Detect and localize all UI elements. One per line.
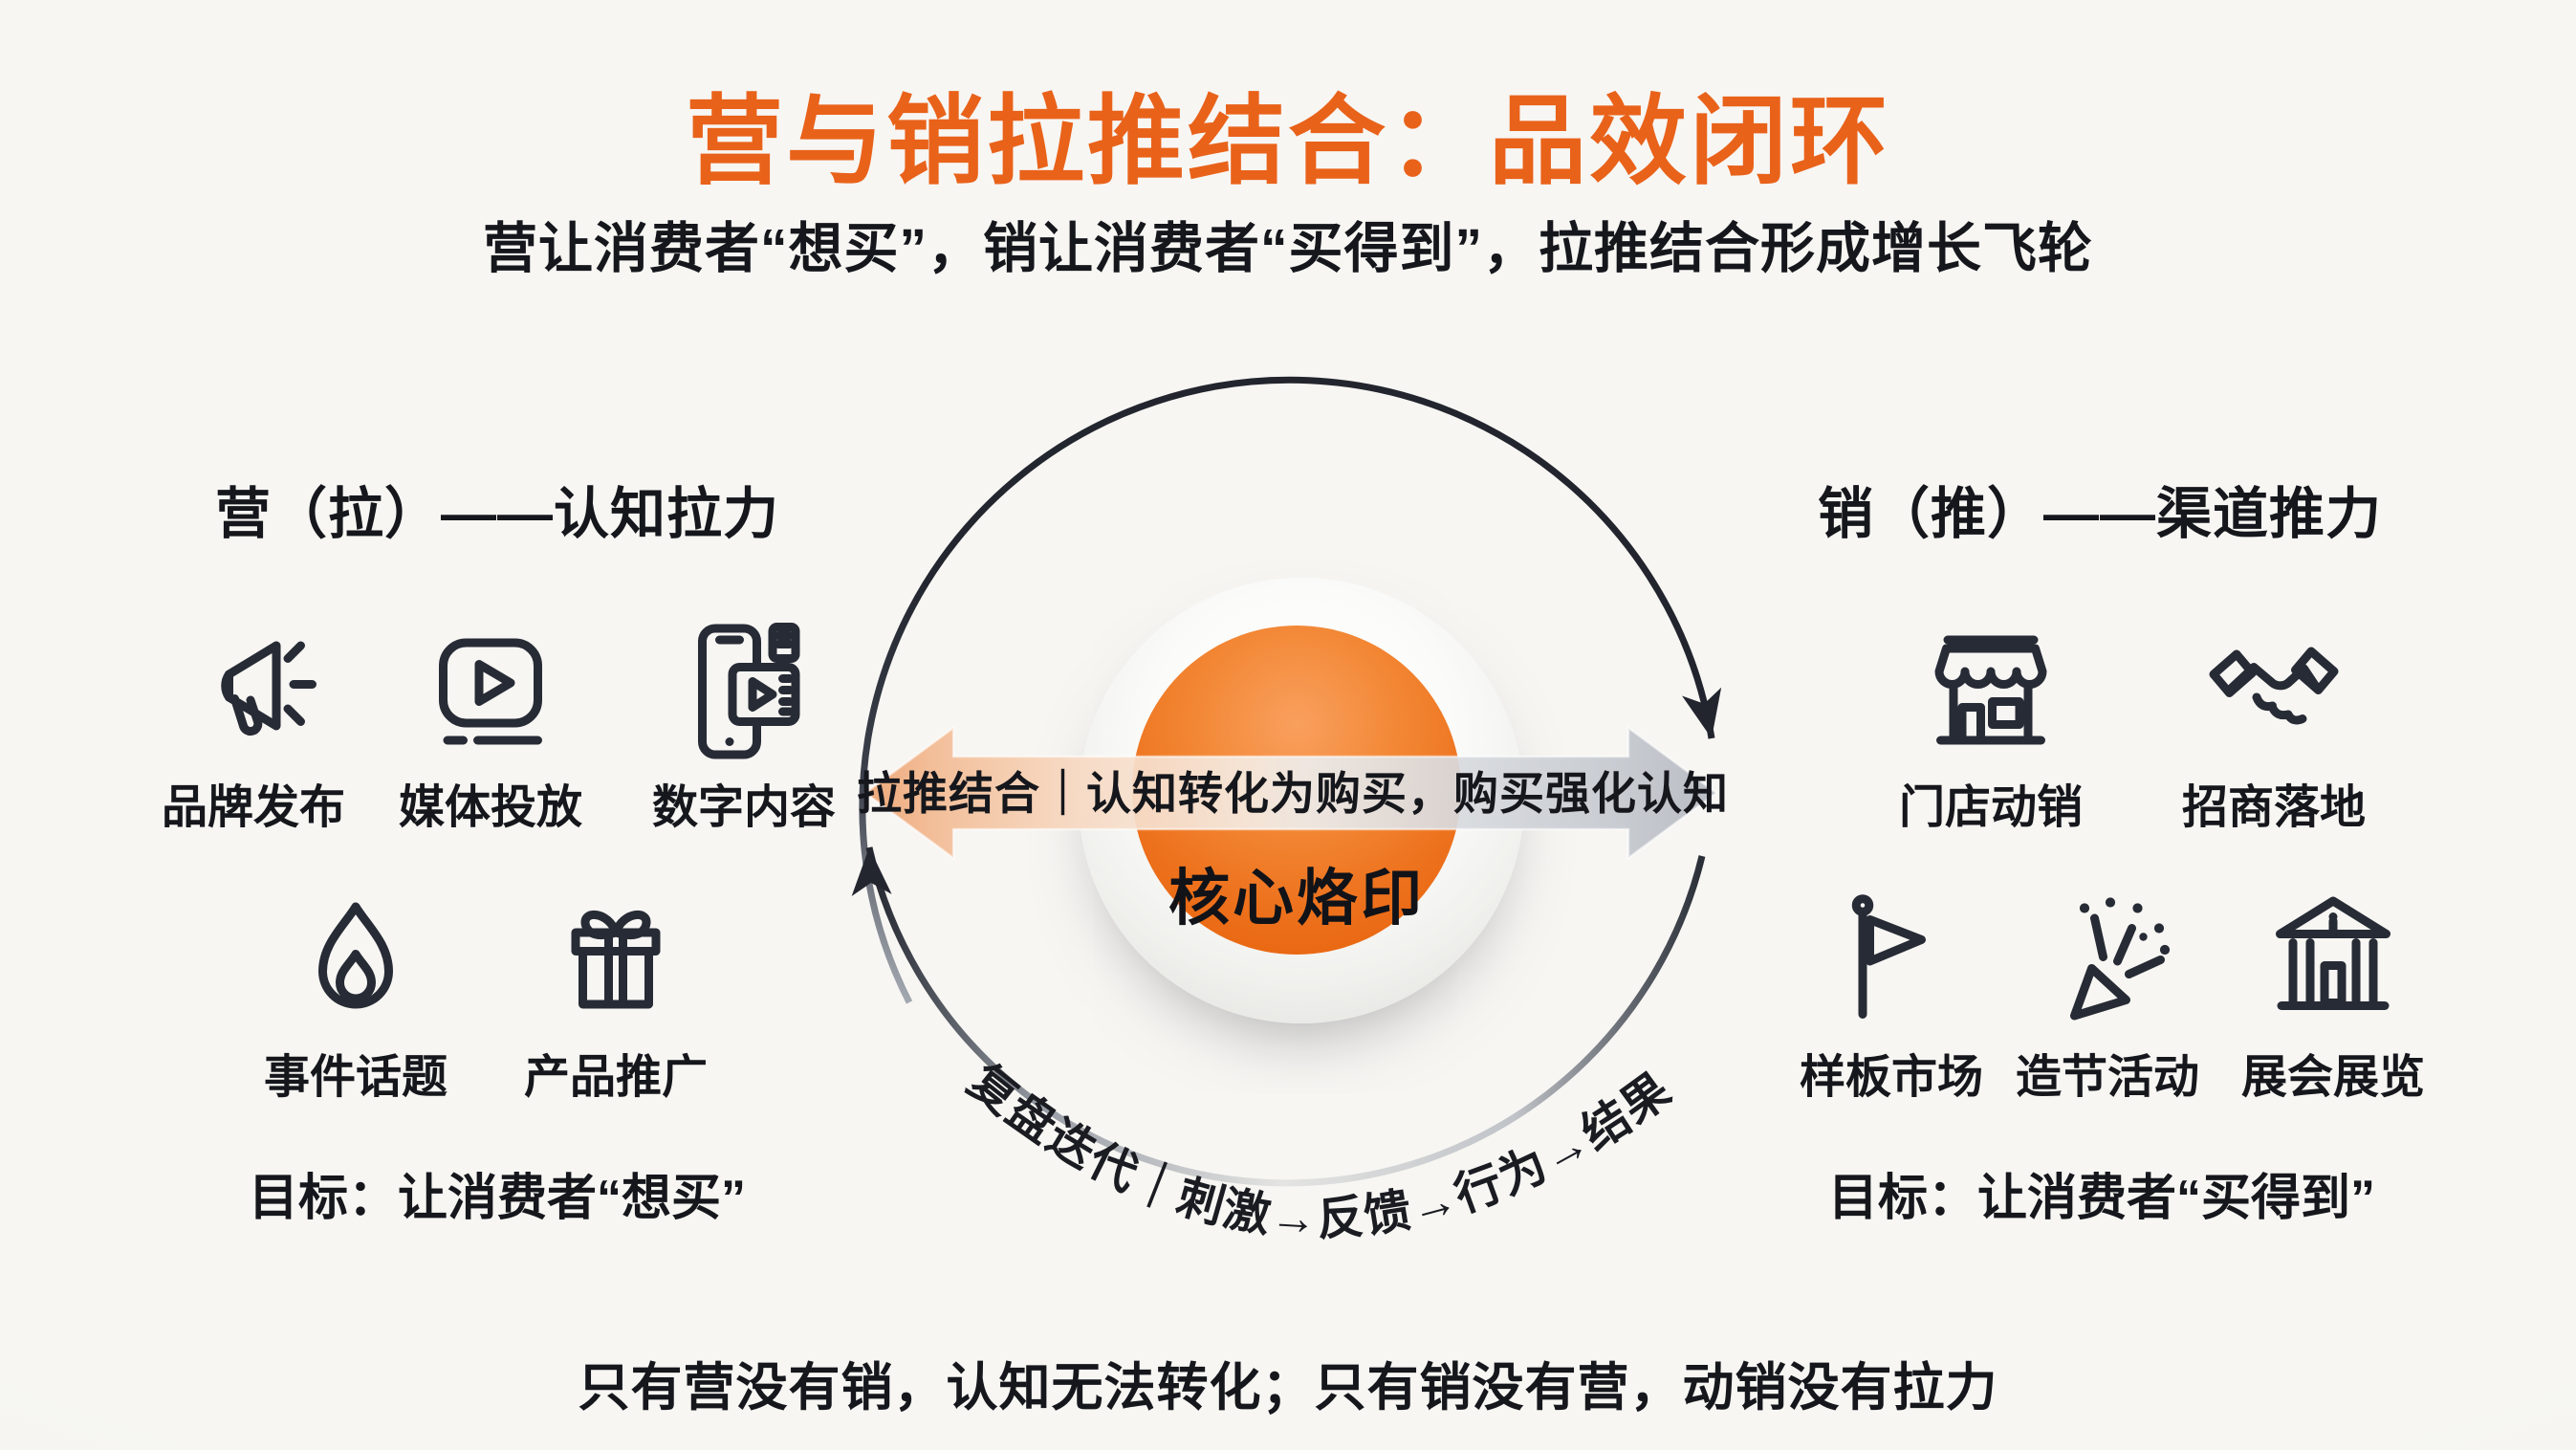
list-item-digital-content: 数字内容: [639, 620, 849, 836]
storefront-icon: [1919, 620, 2063, 763]
page-title: 营与销拉推结合：品效闭环: [686, 87, 1890, 196]
flag-icon: [1820, 890, 1963, 1033]
list-item-label: 事件话题: [263, 1052, 448, 1103]
list-item-label: 产品推广: [523, 1052, 708, 1103]
cycle-label: 复盘迭代｜刺激→反馈→行为→结果: [959, 1055, 1680, 1245]
list-item-investment: 招商落地: [2169, 620, 2379, 836]
list-item-festival-event: 造节活动: [2002, 890, 2213, 1106]
list-item-label: 展会展览: [2240, 1052, 2425, 1103]
list-item-label: 招商落地: [2181, 782, 2366, 833]
footer-note: 只有营没有销，认知无法转化；只有销没有营，动销没有拉力: [578, 1359, 1998, 1417]
right-panel-header: 销（推）——渠道推力: [1817, 483, 2382, 545]
left-goal-text: 目标：让消费者“想买”: [248, 1171, 746, 1226]
page-subtitle: 营让消费者“想买”，销让消费者“买得到”，拉推结合形成增长飞轮: [483, 218, 2093, 279]
left-panel-header: 营（拉）——认知拉力: [214, 483, 779, 545]
list-item-model-market: 样板市场: [1786, 890, 1997, 1106]
list-item-store-sales: 门店动销: [1886, 620, 2096, 836]
list-item-label: 媒体投放: [398, 782, 582, 833]
right-goal-text: 目标：让消费者“买得到”: [1827, 1171, 2375, 1226]
video-player-icon: [419, 620, 562, 763]
list-item-label: 样板市场: [1799, 1052, 1983, 1103]
list-item-brand-launch: 品牌发布: [148, 620, 359, 836]
cycle-label-curved: 复盘迭代｜刺激→反馈→行为→结果: [959, 1055, 1682, 1245]
list-item-label: 品牌发布: [161, 782, 345, 833]
party-popper-icon: [2036, 890, 2179, 1033]
handshake-icon: [2202, 620, 2346, 763]
core-label: 核心烙印: [1168, 864, 1425, 933]
gift-icon: [544, 890, 688, 1033]
list-item-media-buy: 媒体投放: [385, 620, 596, 836]
megaphone-icon: [182, 620, 325, 763]
list-item-label: 造节活动: [2015, 1052, 2199, 1103]
list-item-exhibition: 展会展览: [2228, 890, 2438, 1106]
exhibition-hall-icon: [2261, 890, 2405, 1033]
list-item-label: 数字内容: [651, 782, 836, 833]
list-item-label: 门店动销: [1898, 782, 2083, 833]
phone-content-icon: [672, 620, 816, 763]
list-item-product-promo: 产品推广: [511, 890, 721, 1106]
list-item-event-topic: 事件话题: [251, 890, 461, 1106]
flame-icon: [284, 890, 427, 1033]
